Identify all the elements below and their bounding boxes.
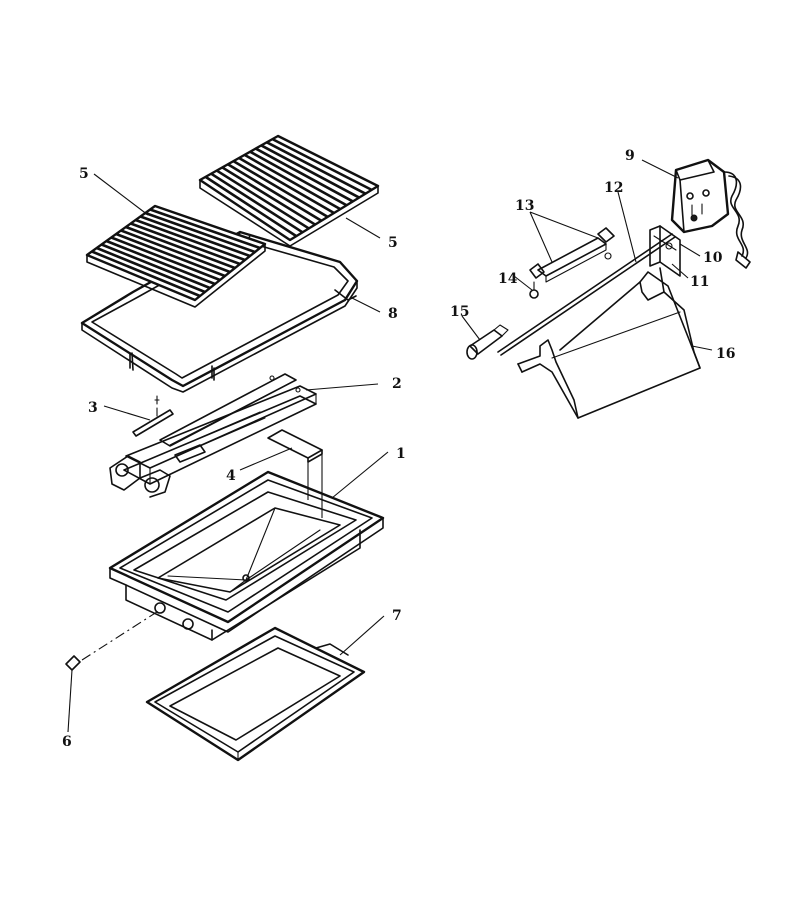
callout-13: 13 (515, 198, 534, 214)
grate-bar (216, 169, 310, 230)
grate-bar (243, 153, 341, 211)
rotisserie-wire-stand (517, 267, 701, 419)
drip-tray (145, 626, 366, 762)
grate-bar (210, 172, 304, 234)
grate-bar (249, 150, 348, 207)
ignitor-bracket (132, 395, 174, 437)
callout-10: 10 (703, 250, 723, 266)
grate-bar (96, 246, 206, 294)
grate-bar (130, 222, 241, 266)
callout-11: 11 (690, 274, 709, 290)
grate-bar (101, 243, 211, 290)
spit-rod (466, 233, 676, 360)
callout-7: 7 (392, 608, 402, 624)
firebox-pan (108, 470, 385, 641)
callout-16: 16 (716, 346, 735, 362)
callout-labels: 1 2 3 4 5 5 6 7 8 9 10 11 12 13 14 15 16 (62, 148, 735, 750)
grate-bar (260, 144, 360, 199)
rotisserie-motor (670, 158, 751, 269)
callout-4: 4 (226, 468, 236, 484)
grate-bar (221, 166, 316, 226)
control-knob (65, 609, 161, 671)
grate-bar (204, 175, 297, 238)
grate-bar (149, 208, 261, 250)
callout-3: 3 (88, 400, 98, 416)
burner-assembly (109, 373, 317, 498)
callout-5-right: 5 (388, 235, 398, 251)
grate-bar (115, 232, 226, 278)
grate-bar (91, 250, 201, 298)
spit-forks (529, 227, 615, 283)
callout-2: 2 (392, 376, 402, 392)
grate-bar (144, 211, 256, 254)
grate-bar (110, 236, 221, 282)
callout-6: 6 (62, 734, 72, 750)
callout-9: 9 (625, 148, 635, 164)
grate-bar (255, 147, 354, 203)
callout-5-left: 5 (79, 166, 89, 182)
grate-bar (227, 163, 323, 222)
callout-1: 1 (396, 446, 406, 462)
burner-plate (267, 429, 323, 518)
grill-grate-left (85, 204, 267, 308)
callout-8: 8 (388, 306, 398, 322)
grate-bar (120, 229, 231, 274)
grate-bar (232, 160, 329, 218)
grill-grate-right (198, 134, 380, 247)
grate-bar (139, 215, 251, 258)
grate-bar (125, 225, 236, 270)
grate-bar (271, 137, 373, 192)
callout-14: 14 (498, 271, 518, 287)
grate-bar (135, 218, 246, 262)
grate-bar (238, 156, 335, 215)
callout-15: 15 (450, 304, 469, 320)
leader-lines (67, 159, 713, 733)
thumb-screw (529, 281, 539, 299)
callout-12: 12 (604, 180, 623, 196)
grate-bar (266, 141, 367, 195)
grate-bar (105, 239, 216, 286)
